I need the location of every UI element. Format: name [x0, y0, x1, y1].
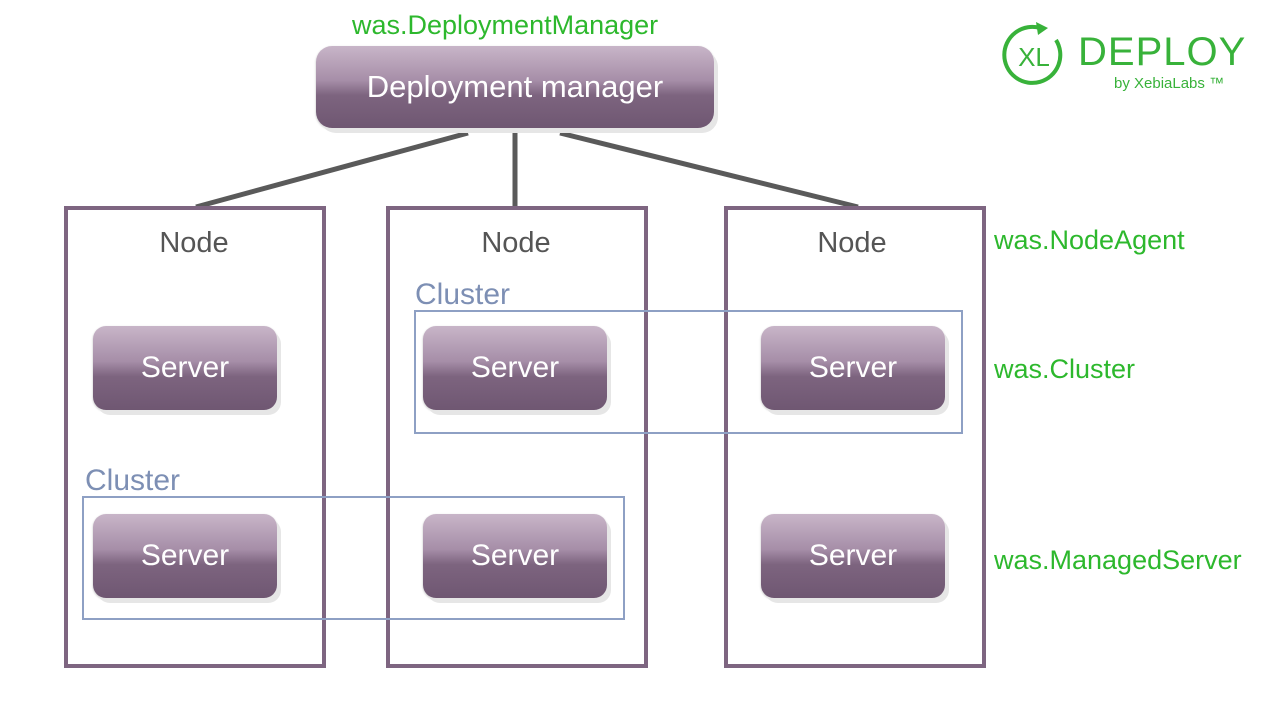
logo-tagline: by XebiaLabs ™	[1114, 75, 1225, 92]
server-node3-bottom: Server	[761, 514, 945, 598]
server-node1-bottom: Server	[93, 514, 277, 598]
cluster-type-label: was.Cluster	[994, 354, 1136, 384]
server-node1-top: Server	[93, 326, 277, 410]
cluster-label-1: Cluster	[415, 278, 511, 311]
cluster-box-2	[82, 496, 625, 620]
deployment-manager-box: Deployment manager	[316, 46, 714, 128]
node-box-2	[386, 206, 648, 668]
xl-deploy-logo-icon: XL	[1000, 20, 1070, 90]
node-title-3: Node	[817, 227, 887, 259]
server-node3-top: Server	[761, 326, 945, 410]
managed-server-type-label: was.ManagedServer	[994, 545, 1242, 575]
node-box-1	[64, 206, 326, 668]
connector-line-node-1	[195, 130, 469, 210]
server-node2-bottom: Server	[423, 514, 607, 598]
node-title-2: Node	[481, 227, 551, 259]
node-title-1: Node	[159, 227, 229, 259]
logo-name: DEPLOY	[1078, 30, 1247, 74]
logo-mark-text: XL	[1018, 42, 1050, 72]
connector-line-node-3	[559, 130, 859, 210]
node-agent-type-label: was.NodeAgent	[994, 225, 1185, 255]
cluster-box-1	[414, 310, 963, 434]
server-node2-top: Server	[423, 326, 607, 410]
deployment-manager-type-label: was.DeploymentManager	[352, 10, 659, 40]
cluster-label-2: Cluster	[85, 464, 181, 497]
node-box-3	[724, 206, 986, 668]
